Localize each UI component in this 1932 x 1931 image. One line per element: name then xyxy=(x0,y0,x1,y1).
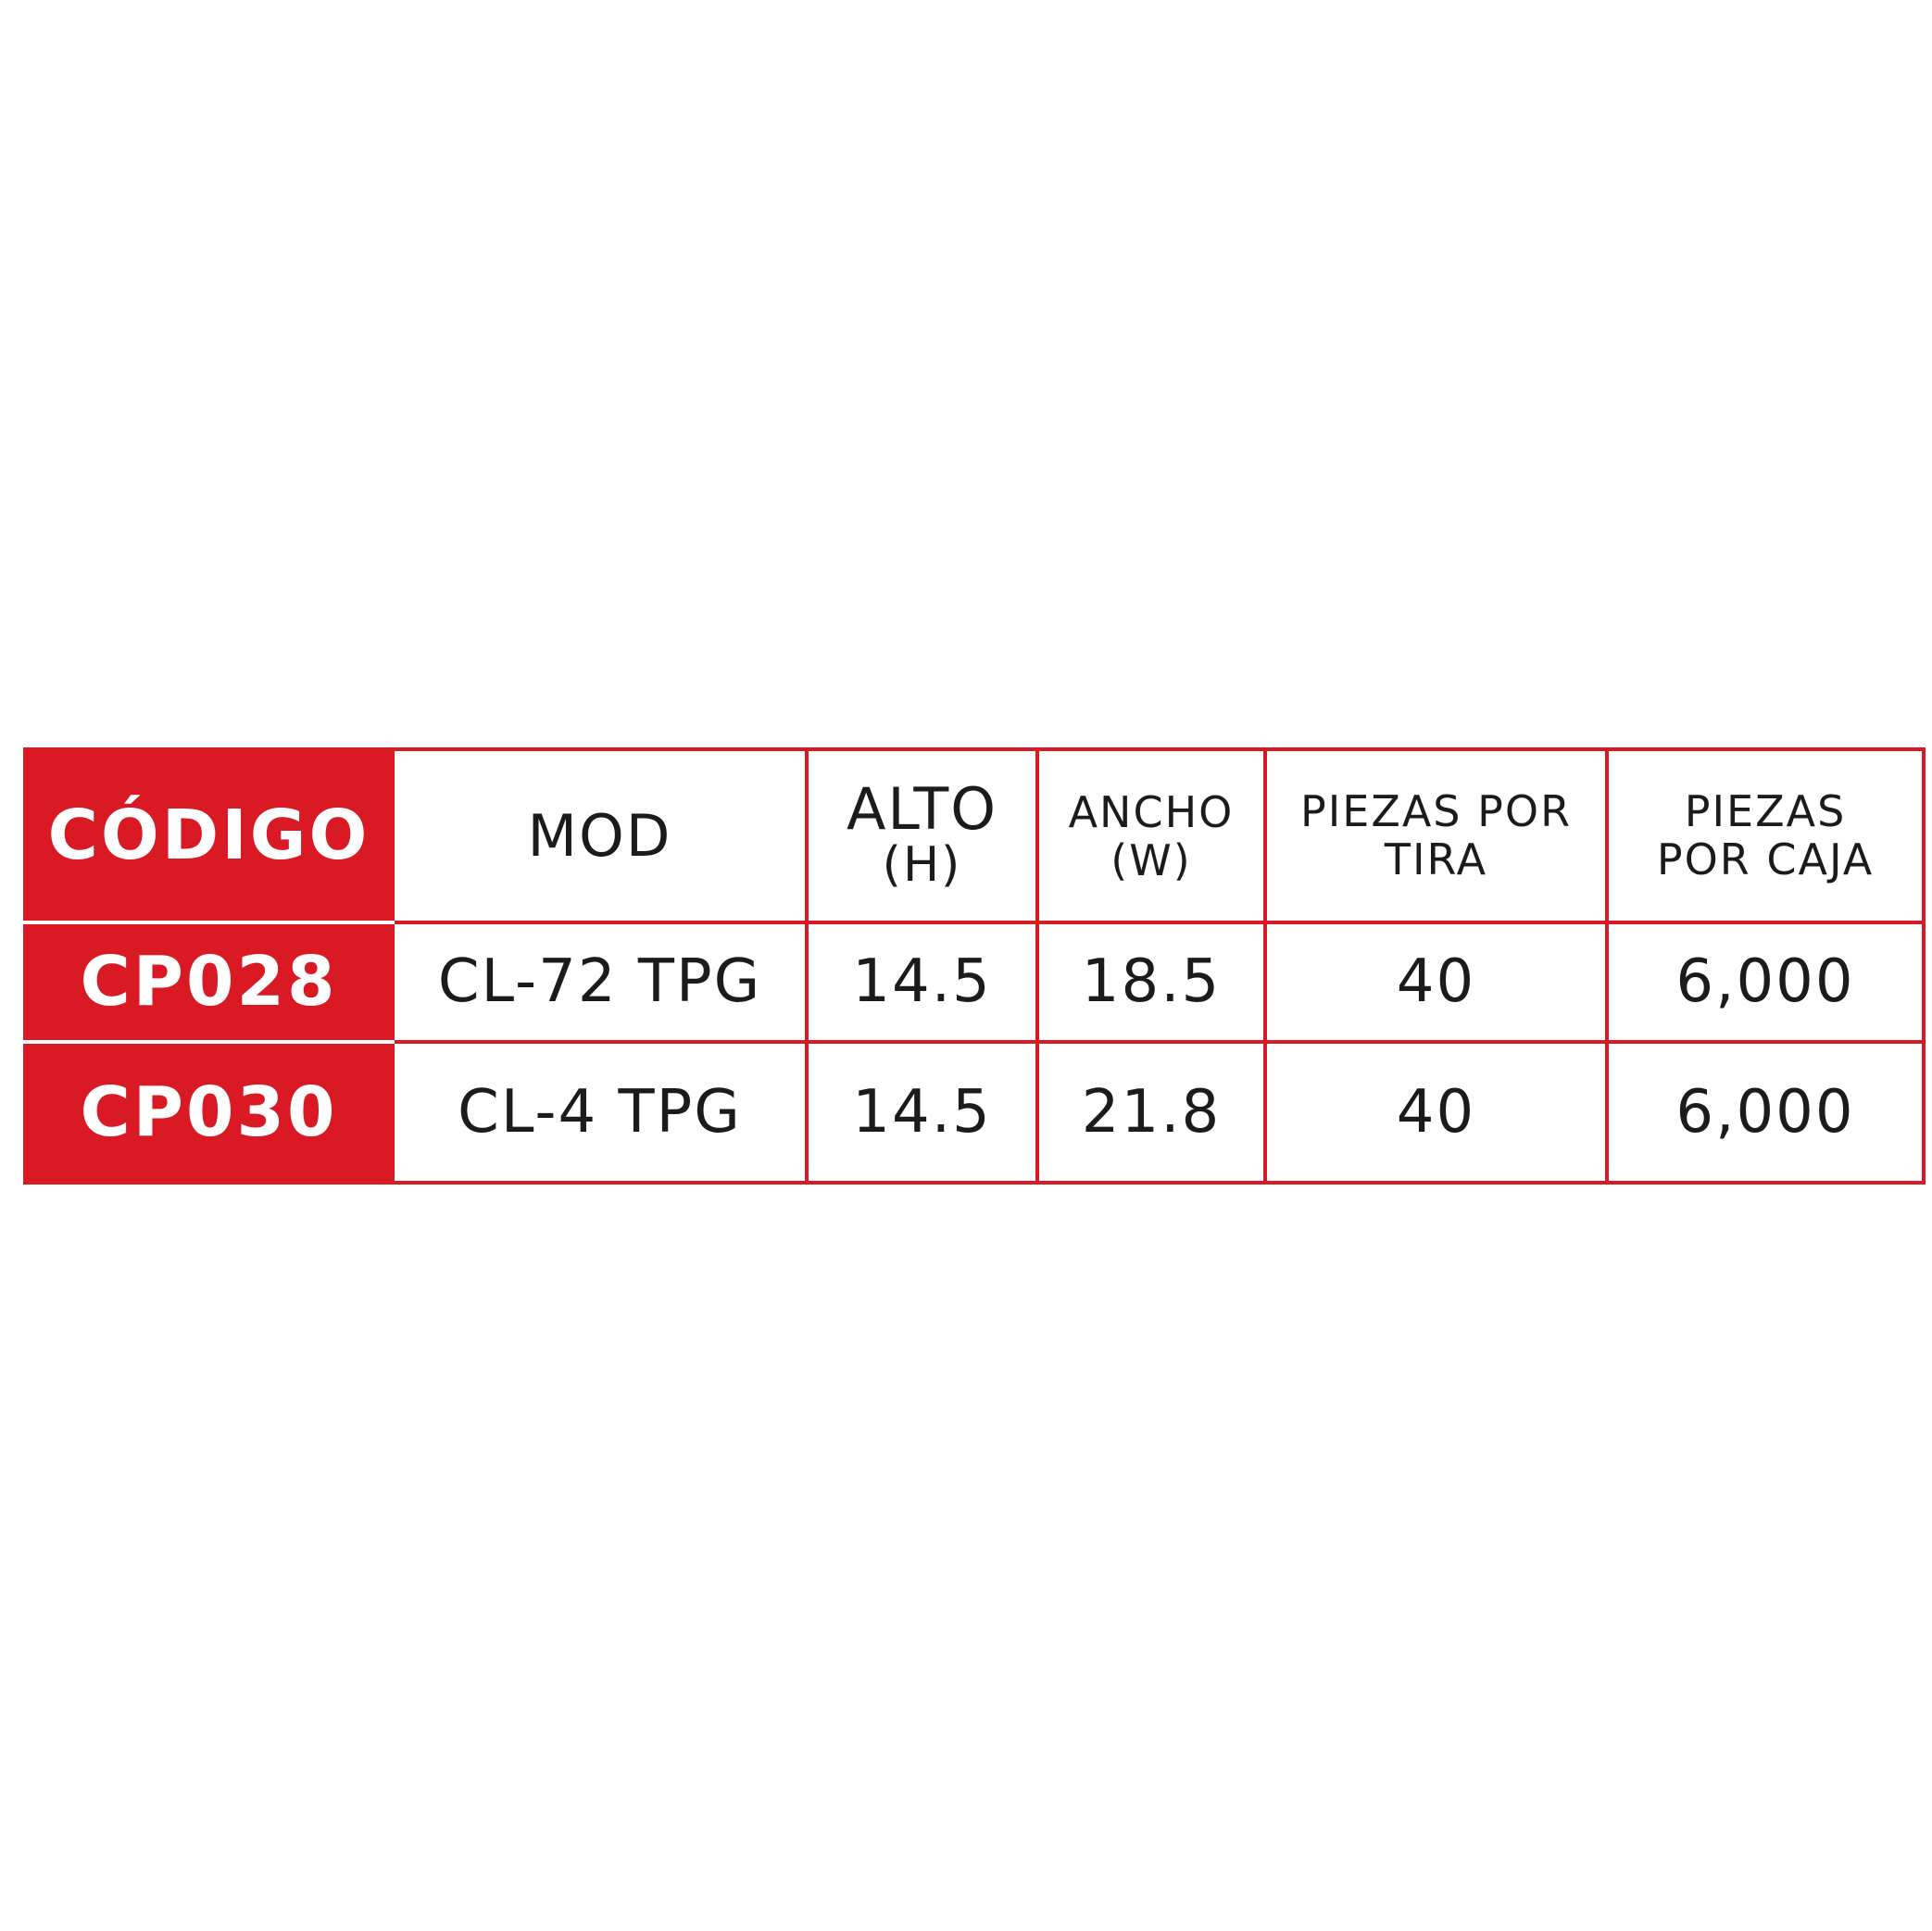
row-piezas-caja-cell: 6,000 xyxy=(1605,1040,1926,1185)
row-alto-cell: 14.5 xyxy=(805,920,1039,1045)
header-ancho-label: ANCHO xyxy=(1068,786,1235,837)
header-ancho-unit: (W) xyxy=(1110,834,1192,885)
header-piezas-caja-cell: PIEZAS POR CAJA xyxy=(1605,747,1926,924)
row-code-cell: CP030 xyxy=(23,1040,395,1185)
row-piezas-tira-cell: 40 xyxy=(1263,920,1609,1045)
row-alto-cell: 14.5 xyxy=(805,1040,1039,1185)
spec-table: CÓDIGO MOD ALTO (H) ANCHO (W) PIEZAS POR… xyxy=(23,747,1926,1185)
table-row: CP028 CL-72 TPG 14.5 18.5 40 6,000 xyxy=(23,920,1926,1045)
table-row: CP030 CL-4 TPG 14.5 21.8 40 6,000 xyxy=(23,1040,1926,1185)
header-piezas-tira-line1: PIEZAS POR xyxy=(1299,785,1573,836)
row-piezas-caja-cell: 6,000 xyxy=(1605,920,1926,1045)
row-mod-cell: CL-72 TPG xyxy=(391,920,809,1045)
table-header-row: CÓDIGO MOD ALTO (H) ANCHO (W) PIEZAS POR… xyxy=(23,747,1926,924)
row-mod-cell: CL-4 TPG xyxy=(391,1040,809,1185)
header-piezas-tira-cell: PIEZAS POR TIRA xyxy=(1263,747,1609,924)
row-ancho-cell: 18.5 xyxy=(1035,920,1267,1045)
row-piezas-tira-cell: 40 xyxy=(1263,1040,1609,1185)
header-ancho-cell: ANCHO (W) xyxy=(1035,747,1267,924)
header-piezas-caja-line1: PIEZAS xyxy=(1684,785,1847,836)
header-mod-cell: MOD xyxy=(391,747,809,924)
header-mod-label: MOD xyxy=(527,801,672,870)
header-piezas-tira-line2: TIRA xyxy=(1384,834,1488,885)
header-alto-cell: ALTO (H) xyxy=(805,747,1039,924)
header-piezas-caja-line2: POR CAJA xyxy=(1656,834,1875,885)
header-alto-unit: (H) xyxy=(882,837,962,894)
header-code-cell: CÓDIGO xyxy=(23,747,395,924)
row-ancho-cell: 21.8 xyxy=(1035,1040,1267,1185)
row-code-cell: CP028 xyxy=(23,920,395,1045)
header-code-label: CÓDIGO xyxy=(47,796,370,876)
header-alto-label: ALTO xyxy=(846,775,998,844)
